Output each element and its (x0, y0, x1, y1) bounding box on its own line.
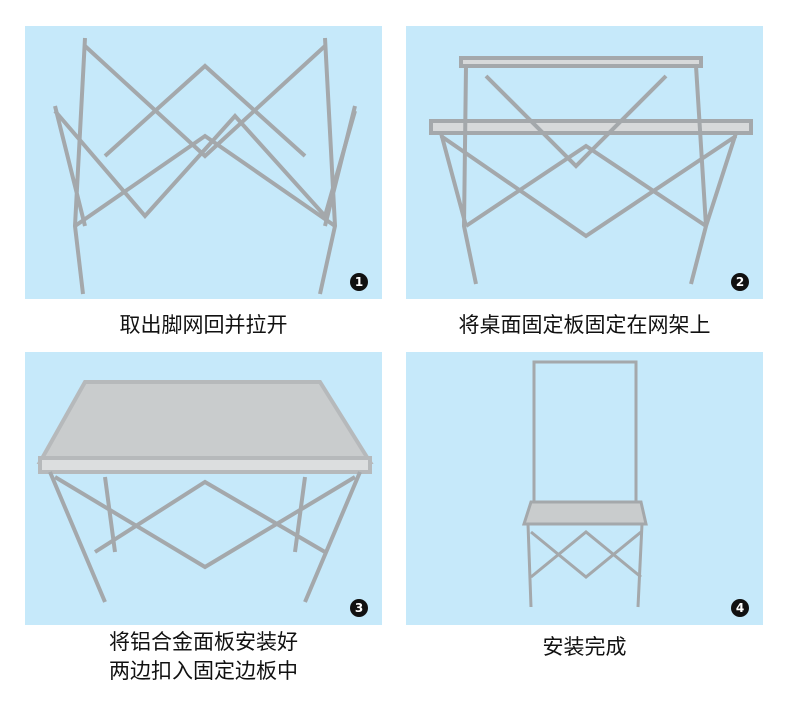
step-2-caption: 将桌面固定板固定在网架上 (458, 313, 711, 337)
step-1-caption: 取出脚网回并拉开 (119, 313, 288, 337)
step-3-image: 3 (25, 352, 382, 625)
step-number-badge: 1 (350, 273, 368, 291)
step-3-caption-line-1: 将铝合金面板安装好 (109, 630, 298, 654)
step-3-caption: 将铝合金面板安装好 两边扣入固定边板中 (25, 628, 382, 686)
step-number-badge: 4 (731, 599, 749, 617)
step-3-caption-line-2: 两边扣入固定边板中 (109, 659, 298, 683)
step-4-caption: 安装完成 (542, 635, 627, 659)
step-4-image: 4 (406, 352, 763, 625)
step-number-badge: 2 (731, 273, 749, 291)
step-1-image: 1 (25, 26, 382, 299)
step-number-badge: 3 (350, 599, 368, 617)
step-2-image: 2 (406, 26, 763, 299)
